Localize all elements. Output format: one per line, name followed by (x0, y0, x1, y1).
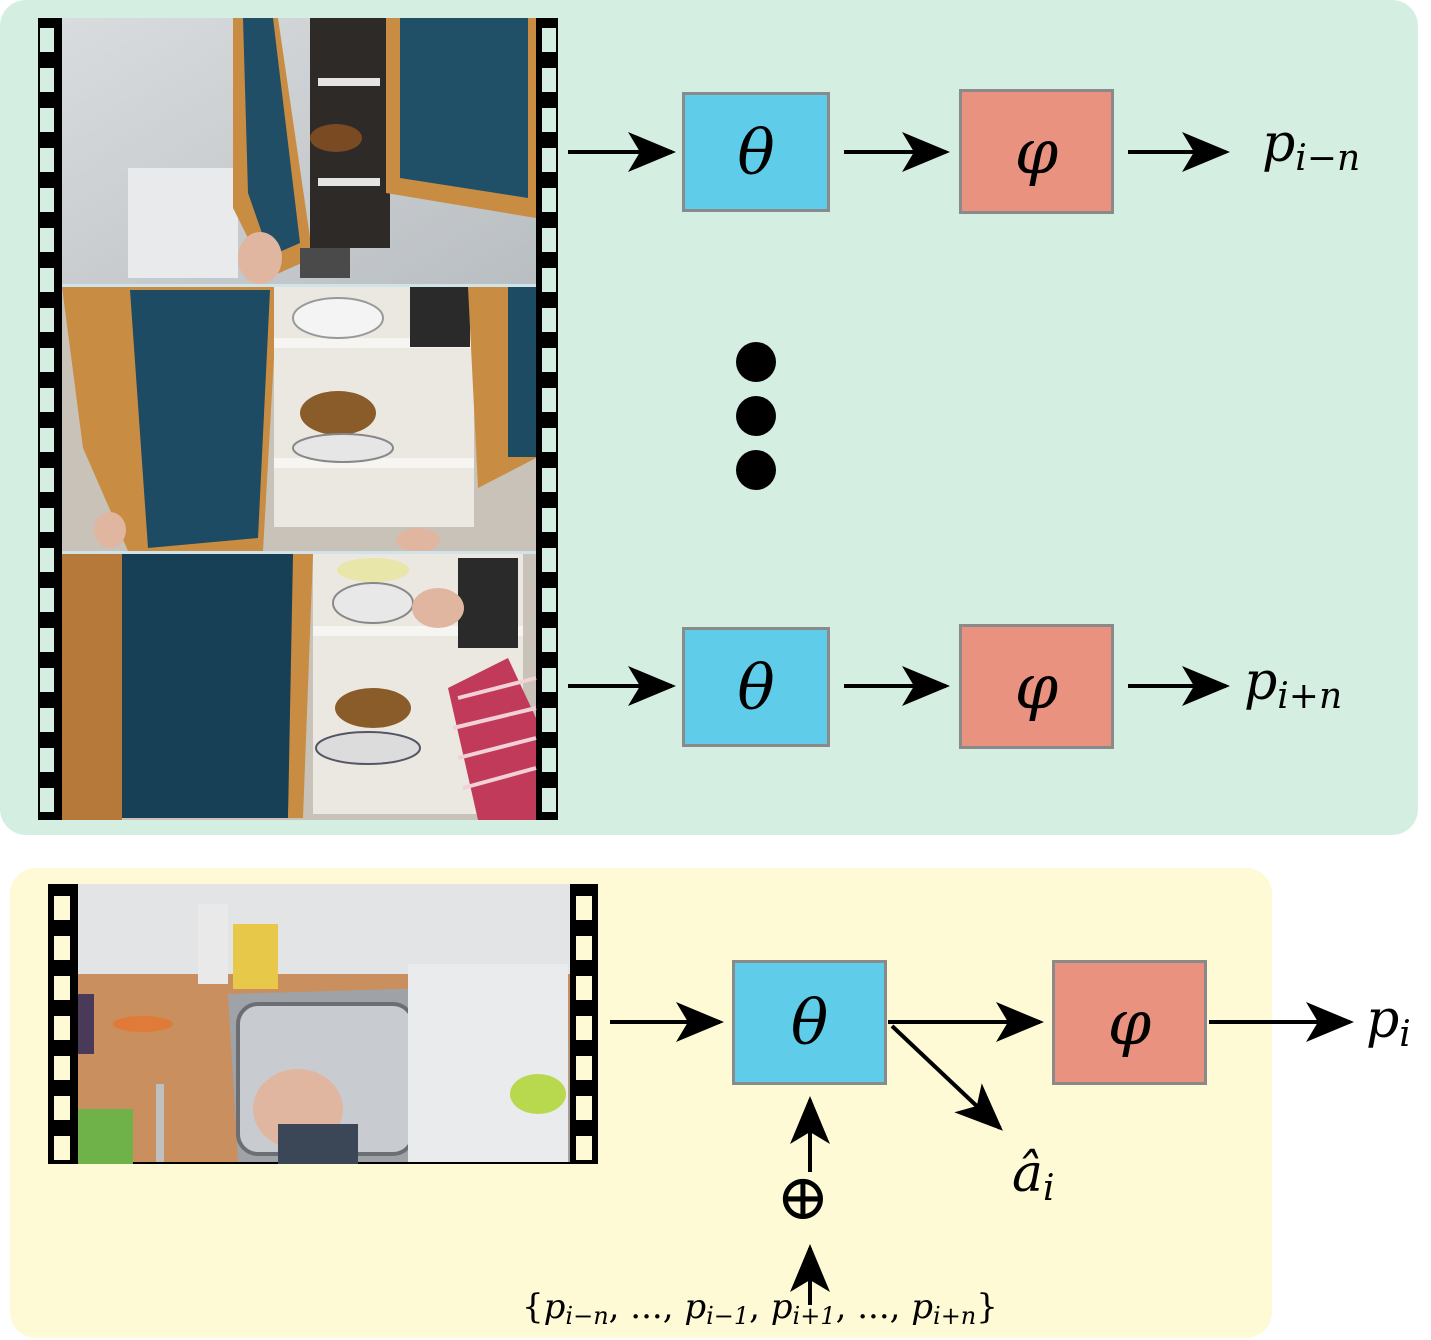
arrow-theta-to-action (890, 1024, 1003, 1131)
sprocket-hole (40, 468, 54, 492)
sprocket-hole (576, 976, 592, 1000)
context-separator-3: , ..., (835, 1287, 912, 1327)
sprocket-hole (54, 1056, 70, 1080)
set-open-brace: { (522, 1287, 544, 1327)
sprocket-hole (54, 896, 70, 920)
sprocket-hole (40, 628, 54, 652)
sprocket-hole (40, 308, 54, 332)
sprocket-hole (40, 268, 54, 292)
combine-symbol: ⊕ (776, 1161, 830, 1235)
sprocket-hole (542, 428, 556, 452)
sprocket-hole (40, 148, 54, 172)
phi-head-box-top-last: φ (959, 624, 1114, 749)
theta-label: θ (737, 115, 775, 189)
sprocket-hole (542, 68, 556, 92)
context-separator-2: , (749, 1287, 771, 1327)
sprocket-hole (54, 1136, 70, 1160)
kitchen-cabinet-frame-3 (62, 554, 537, 820)
sprocket-hole (542, 108, 556, 132)
sprocket-hole (54, 936, 70, 960)
kitchen-cabinet-frame-2 (62, 287, 536, 552)
sprocket-hole (542, 628, 556, 652)
sprocket-hole (40, 188, 54, 212)
kitchen-sink-frame (78, 884, 570, 1164)
kitchen-cabinet-frame-1 (62, 18, 536, 284)
sprocket-hole (542, 388, 556, 412)
sprocket-hole (542, 508, 556, 532)
sprocket-hole (542, 668, 556, 692)
sprocket-hole (40, 228, 54, 252)
sprocket-hole (542, 548, 556, 572)
sprocket-hole (40, 388, 54, 412)
sprocket-hole (54, 1096, 70, 1120)
sprocket-hole (40, 68, 54, 92)
theta-encoder-box-bottom: θ (732, 960, 887, 1085)
context-item-1: pi−n (543, 1287, 609, 1330)
sprocket-hole (542, 28, 556, 52)
context-item-4: pi+n (911, 1287, 977, 1330)
phi-label: φ (1014, 650, 1059, 723)
context-separator-1: , ..., (608, 1287, 685, 1327)
output-label-last: pi+n (1244, 652, 1343, 717)
sprocket-hole (576, 1096, 592, 1120)
sprocket-hole (542, 788, 556, 812)
phi-head-box-top-first: φ (959, 89, 1114, 214)
sprocket-hole (40, 588, 54, 612)
sprocket-hole (542, 148, 556, 172)
context-item-3: pi+1 (770, 1287, 836, 1330)
phi-label: φ (1014, 115, 1059, 188)
phi-label: φ (1107, 986, 1152, 1059)
phi-head-box-bottom: φ (1052, 960, 1207, 1085)
sprocket-hole (54, 1016, 70, 1040)
sprocket-hole (40, 348, 54, 372)
theta-label: θ (737, 650, 775, 724)
action-prediction-label: âi (1012, 1144, 1055, 1209)
sprocket-hole (576, 1016, 592, 1040)
ellipsis-dot-1 (736, 342, 776, 382)
output-label-first: pi−n (1262, 114, 1361, 179)
output-label-bottom: pi (1366, 990, 1411, 1055)
sprocket-hole (576, 1056, 592, 1080)
sprocket-hole (542, 308, 556, 332)
sprocket-hole (40, 108, 54, 132)
ellipsis-dot-3 (736, 450, 776, 490)
set-close-brace: } (976, 1287, 998, 1327)
sprocket-hole (542, 268, 556, 292)
ellipsis-dot-2 (736, 396, 776, 436)
sprocket-hole (542, 708, 556, 732)
sprocket-hole (40, 508, 54, 532)
context-set-label: {pi−n, ..., pi−1, pi+1, ..., pi+n} (522, 1290, 998, 1328)
sprocket-hole (54, 976, 70, 1000)
sprocket-hole (40, 428, 54, 452)
sprocket-hole (576, 936, 592, 960)
sprocket-hole (542, 348, 556, 372)
theta-encoder-box-top-last: θ (682, 627, 830, 747)
sprocket-hole (542, 748, 556, 772)
theta-encoder-box-top-first: θ (682, 92, 830, 212)
sprocket-hole (542, 468, 556, 492)
top-film-strip (38, 18, 558, 820)
sprocket-hole (40, 788, 54, 812)
context-item-2: pi−1 (684, 1287, 750, 1330)
sprocket-hole (40, 708, 54, 732)
sprocket-hole (40, 748, 54, 772)
sprocket-hole (542, 228, 556, 252)
theta-label: θ (790, 986, 829, 1059)
sprocket-hole (542, 188, 556, 212)
sprocket-hole (576, 1136, 592, 1160)
sprocket-hole (40, 668, 54, 692)
sprocket-hole (40, 548, 54, 572)
sprocket-hole (576, 896, 592, 920)
sprocket-hole (40, 28, 54, 52)
bottom-film-strip (48, 884, 598, 1164)
sprocket-hole (542, 588, 556, 612)
